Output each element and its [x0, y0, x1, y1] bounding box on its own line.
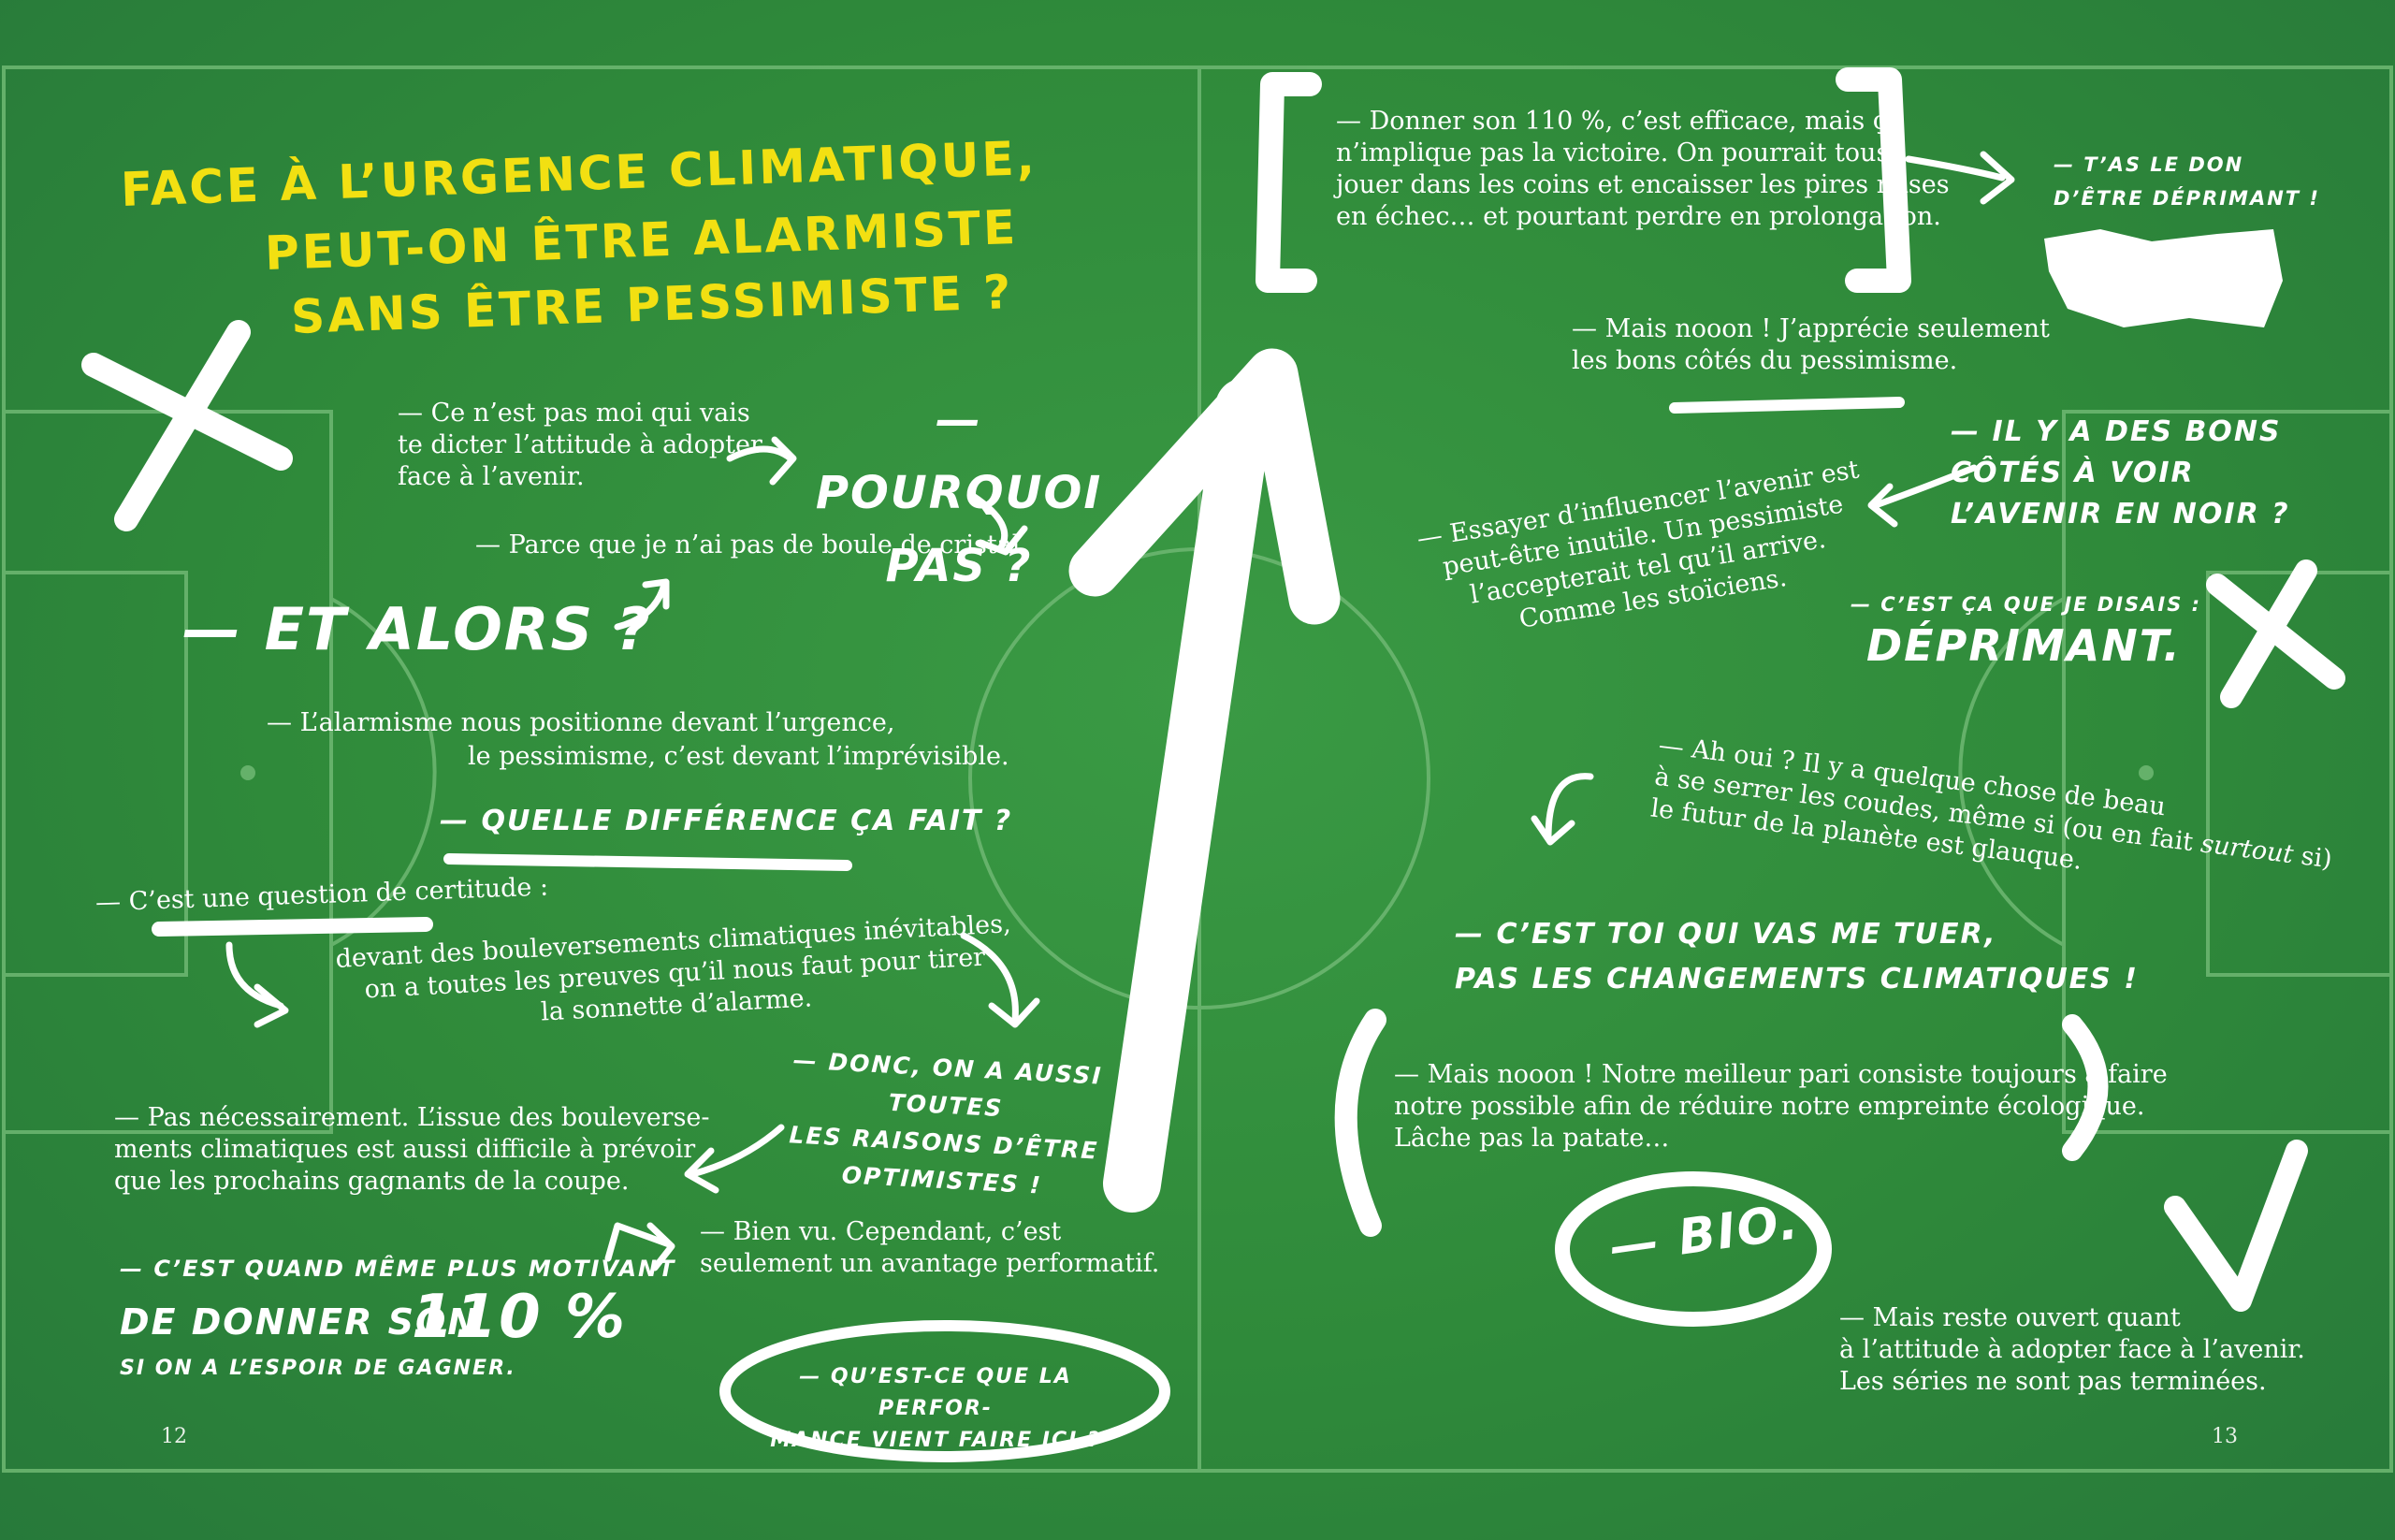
left-text-3b: le pessimisme, c’est devant l’imprévisib… [468, 742, 1009, 771]
underline-pessimisme [1669, 397, 1905, 414]
right-text-2: — Mais nooon ! J’apprécie seulement les … [1572, 314, 2050, 375]
heading-deprimant: déprimant. [1866, 620, 2182, 671]
circle-performance [719, 1320, 1170, 1462]
scribble-blob-icon [2044, 229, 2283, 327]
left-text-2: — Parce que je n’ai pas de boule de cris… [475, 530, 1028, 559]
heading-pourquoi-pas: — Pourquoi pas ? [815, 394, 1103, 592]
bracket-left-icon [1256, 72, 1322, 293]
left-text-3a: — L’alarmisme nous positionne devant l’u… [267, 708, 895, 737]
heading-performance: — Qu’est-ce que la perfor- mance vient f… [770, 1365, 1101, 1452]
bracket-right-icon [1836, 67, 1911, 293]
heading-motivant-3: si on a l’espoir de gagner. [120, 1357, 516, 1380]
cross-mark-left-icon [81, 320, 293, 531]
page-number-right: 13 [2212, 1425, 2238, 1448]
small-arrows [225, 151, 2015, 1271]
cross-mark-right-icon [2206, 559, 2345, 708]
heading-motivant-number: 110 % [412, 1283, 627, 1352]
heading-bons-cotes: — Il y a des bons côtés à voir l’avenir … [1951, 415, 2290, 530]
right-text-6: — Mais reste ouvert quant à l’attitude à… [1839, 1303, 2305, 1396]
heading-donc-optimistes: — Donc, on a aussi toutes les raisons d’… [788, 1046, 1104, 1199]
heading-don-deprimant: — T’as le don d’être déprimant ! [2054, 153, 2320, 210]
circle-bio [1555, 1171, 1832, 1327]
heading-quelle-difference: — Quelle différence ça fait ? [440, 805, 1013, 837]
left-text-7: — Bien vu. Cependant, c’est seulement un… [700, 1217, 1160, 1278]
heading-et-alors: — Et alors ? [182, 595, 652, 663]
heading-motivant-2: de donner son [120, 1301, 480, 1343]
underline-difference [443, 853, 852, 871]
big-up-arrow-icon [1068, 348, 1341, 1213]
right-text-1: — Donner son 110 %, c’est efficace, mais… [1336, 107, 1950, 231]
paren-right-icon [2062, 1014, 2109, 1161]
heading-motivant-1: — C’est quand même plus motivant [120, 1256, 676, 1282]
paren-left-icon [1334, 1009, 1386, 1237]
check-mark-icon [2164, 1140, 2308, 1312]
page-number-left: 12 [161, 1425, 187, 1448]
left-text-6: — Pas nécessairement. L’issue des boulev… [114, 1103, 710, 1196]
underline-certitude [152, 917, 433, 937]
right-text-5: — Mais nooon ! Notre meilleur pari consi… [1394, 1060, 2168, 1153]
heading-tuer: — C’est toi qui vas me tuer, pas les cha… [1455, 918, 2139, 995]
heading-disais: — C’est ça que je disais : [1851, 593, 2202, 616]
left-text-1: — Ce n’est pas moi qui vais te dicter l’… [398, 399, 762, 491]
